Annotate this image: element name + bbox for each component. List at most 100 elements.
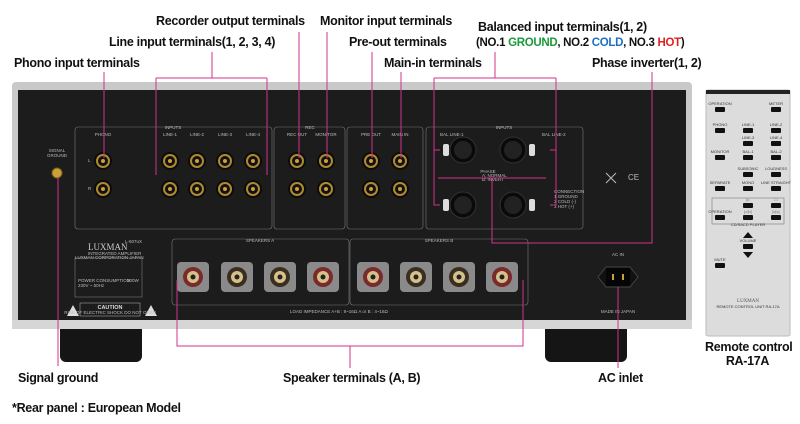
pin-text: , NO.3 — [623, 37, 658, 49]
connection-ground: 1 GROUND — [554, 194, 579, 199]
speaker-post — [443, 262, 475, 292]
remote-button-label: SUBSONIC — [738, 166, 759, 171]
bal-inputs-label: INPUTS — [496, 125, 513, 130]
pin-text: ) — [680, 37, 685, 49]
remote-button-label: MONO — [742, 180, 754, 185]
volume-arrows-icon[interactable] — [743, 232, 753, 258]
line-3-label: LINE-3 — [218, 132, 233, 137]
speaker-post — [357, 262, 389, 292]
callout-main-in: Main-in terminals — [384, 56, 482, 70]
remote-button-label: □ — [775, 197, 778, 202]
xlr-jack — [499, 191, 535, 219]
callout-lines — [57, 32, 653, 368]
remote-button[interactable]: OPERATION — [708, 209, 732, 220]
pre-out-label: PRE OUT — [361, 132, 381, 137]
balanced-section — [425, 126, 584, 230]
remote-button[interactable]: BAL-2 — [770, 149, 782, 160]
remote-button-label: BAL-2 — [770, 149, 782, 154]
speaker-post — [177, 262, 209, 292]
remote-button[interactable]: VOLUME — [740, 238, 757, 249]
callout-line-input: Line input terminals(1, 2, 3, 4) — [109, 35, 276, 49]
callout-phono-input: Phono input terminals — [14, 56, 140, 70]
warning-icon — [67, 305, 157, 316]
speakers-a-label: SPEAKERS A — [246, 238, 274, 243]
line-1-label: LINE-1 — [163, 132, 178, 137]
rca-jack — [317, 152, 335, 170]
speaker-posts — [177, 262, 518, 292]
remote-button[interactable]: SEPARATE — [710, 180, 731, 191]
remote-button[interactable]: LINE-4 — [770, 135, 783, 146]
remote-button-label: METER — [769, 101, 783, 106]
remote-button-label: LINE-4 — [770, 135, 783, 140]
pin-text: (NO.1 — [476, 37, 509, 49]
type-label: INTEGRATED AMPLIFIER — [88, 251, 142, 256]
remote-button[interactable]: LINE-2 — [770, 122, 783, 133]
remote-button[interactable]: MONITOR — [711, 149, 730, 160]
remote-button[interactable]: MONO — [742, 180, 754, 191]
channel-r: R — [88, 186, 92, 191]
remote-button[interactable]: MUTE — [714, 257, 726, 268]
speaker-post — [221, 262, 253, 292]
remote-group-label: CD/SACD PLAYER — [731, 222, 766, 227]
voltage-label: 230V ~ 50Hz — [78, 283, 105, 288]
rca-jack — [288, 152, 306, 170]
speakers-b-section — [349, 238, 529, 306]
line-2-label: LINE-2 — [190, 132, 205, 137]
remote-button[interactable]: |◁◁ — [743, 209, 753, 220]
remote-button[interactable]: LOUDNESS — [765, 166, 787, 177]
rca-jack — [94, 180, 112, 198]
xlr-jacks — [443, 136, 535, 219]
rca-jack — [288, 180, 306, 198]
phase-invert-label: B: INVERT — [482, 177, 504, 182]
callout-balanced-detail: (NO.1 GROUND, NO.2 COLD, NO.3 HOT) — [476, 37, 685, 49]
model-label: L-507uX — [125, 239, 142, 244]
remote-button[interactable]: SUBSONIC — [738, 166, 759, 177]
callout-balanced-input: Balanced input terminals(1, 2) — [478, 20, 647, 34]
remote-button-label: LINE-1 — [742, 122, 755, 127]
pin-cold: COLD — [591, 37, 624, 49]
remote-button-label: |◁◁ — [744, 209, 752, 214]
rca-jack — [244, 180, 262, 198]
remote-button-label: LINE-2 — [770, 122, 783, 127]
rca-jack — [188, 152, 206, 170]
remote-button[interactable]: BAL-1 — [742, 149, 754, 160]
callout-ac-inlet: AC inlet — [598, 371, 643, 385]
rca-jack — [161, 180, 179, 198]
rca-jack — [244, 152, 262, 170]
callout-phase-inverter: Phase inverter(1, 2) — [592, 56, 702, 70]
xlr-jack — [443, 191, 477, 219]
connection-hot: 3 HOT (+) — [554, 204, 575, 209]
power-value: 300W — [127, 278, 140, 283]
rca-jack — [317, 180, 335, 198]
remote-button-label: OPERATION — [708, 101, 731, 106]
ce-mark: CE — [628, 173, 639, 182]
rec-section — [273, 126, 346, 230]
remote-button[interactable]: ▷▷| — [771, 209, 781, 220]
remote-button[interactable]: LINE-3 — [742, 135, 755, 146]
remote-button-label: SEPARATE — [710, 180, 731, 185]
phase-normal-label: A: NORMAL — [482, 173, 507, 178]
corp-label: LUXMAN CORPORATION JAPAN — [75, 255, 144, 260]
remote-button[interactable]: METER — [769, 101, 783, 112]
remote-button[interactable]: LINE-1 — [742, 122, 755, 133]
rca-jack — [216, 152, 234, 170]
connection-cold: 2 COLD (-) — [554, 199, 577, 204]
remote-caption-title: Remote control — [705, 340, 793, 354]
remote-button[interactable]: ▷ — [743, 197, 753, 208]
rca-jack — [391, 152, 409, 170]
rca-jack — [216, 180, 234, 198]
callout-monitor-input: Monitor input terminals — [320, 14, 452, 28]
line-4-label: LINE-4 — [246, 132, 261, 137]
remote-button[interactable]: PHONO — [713, 122, 728, 133]
remote-button-label: OPERATION — [708, 209, 731, 214]
remote-button-label: PHONO — [713, 122, 728, 127]
rca-jacks — [94, 152, 409, 198]
speaker-post — [264, 262, 296, 292]
remote-button[interactable]: □ — [771, 197, 781, 208]
remote-button[interactable]: LINE STRAIGHT — [761, 180, 792, 191]
signal-ground-terminal — [51, 167, 63, 179]
remote-button[interactable]: OPERATION — [708, 101, 732, 112]
luxman-logo: LUXMAN — [88, 242, 128, 252]
xlr-jack — [443, 136, 477, 164]
